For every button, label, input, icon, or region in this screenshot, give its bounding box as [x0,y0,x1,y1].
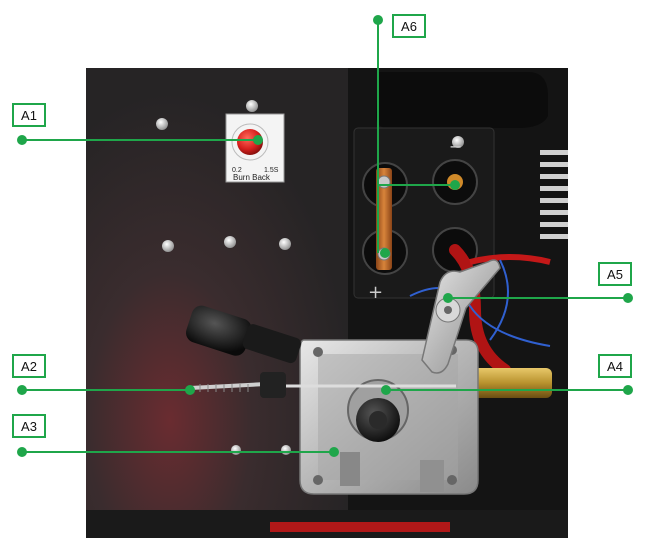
rod-nut [260,372,286,398]
tension-knob[interactable] [183,303,302,365]
callout-lines [17,15,633,457]
callout-a5: A5 [598,262,632,286]
vent-slats [540,150,568,239]
callout-a3: A3 [12,414,46,438]
blue-wire-2 [489,259,509,341]
negative-mark: − [449,137,462,156]
spring-rod [189,382,267,390]
housing-top [376,72,548,128]
burn-back-name: Burn Back [233,173,271,182]
callout-a1: A1 [12,103,46,127]
red-cable-2 [469,254,551,265]
tension-arm-icon[interactable] [421,259,501,374]
callout-a2: A2 [12,354,46,378]
positive-mark: + [368,282,383,303]
red-cable [449,244,511,376]
wire-feeder [299,339,479,495]
callout-a4: A4 [598,354,632,378]
burn-back-plate: 0.2 1.5S Burn Back [225,113,285,183]
callout-a6: A6 [392,14,426,38]
burn-back-min: 0.2 [232,167,242,174]
bottom-red-strip [270,522,450,532]
burn-back-max: 1.5S [264,167,279,174]
copper-link [376,168,392,270]
blue-wire [409,287,551,347]
spring-coil [199,384,249,392]
